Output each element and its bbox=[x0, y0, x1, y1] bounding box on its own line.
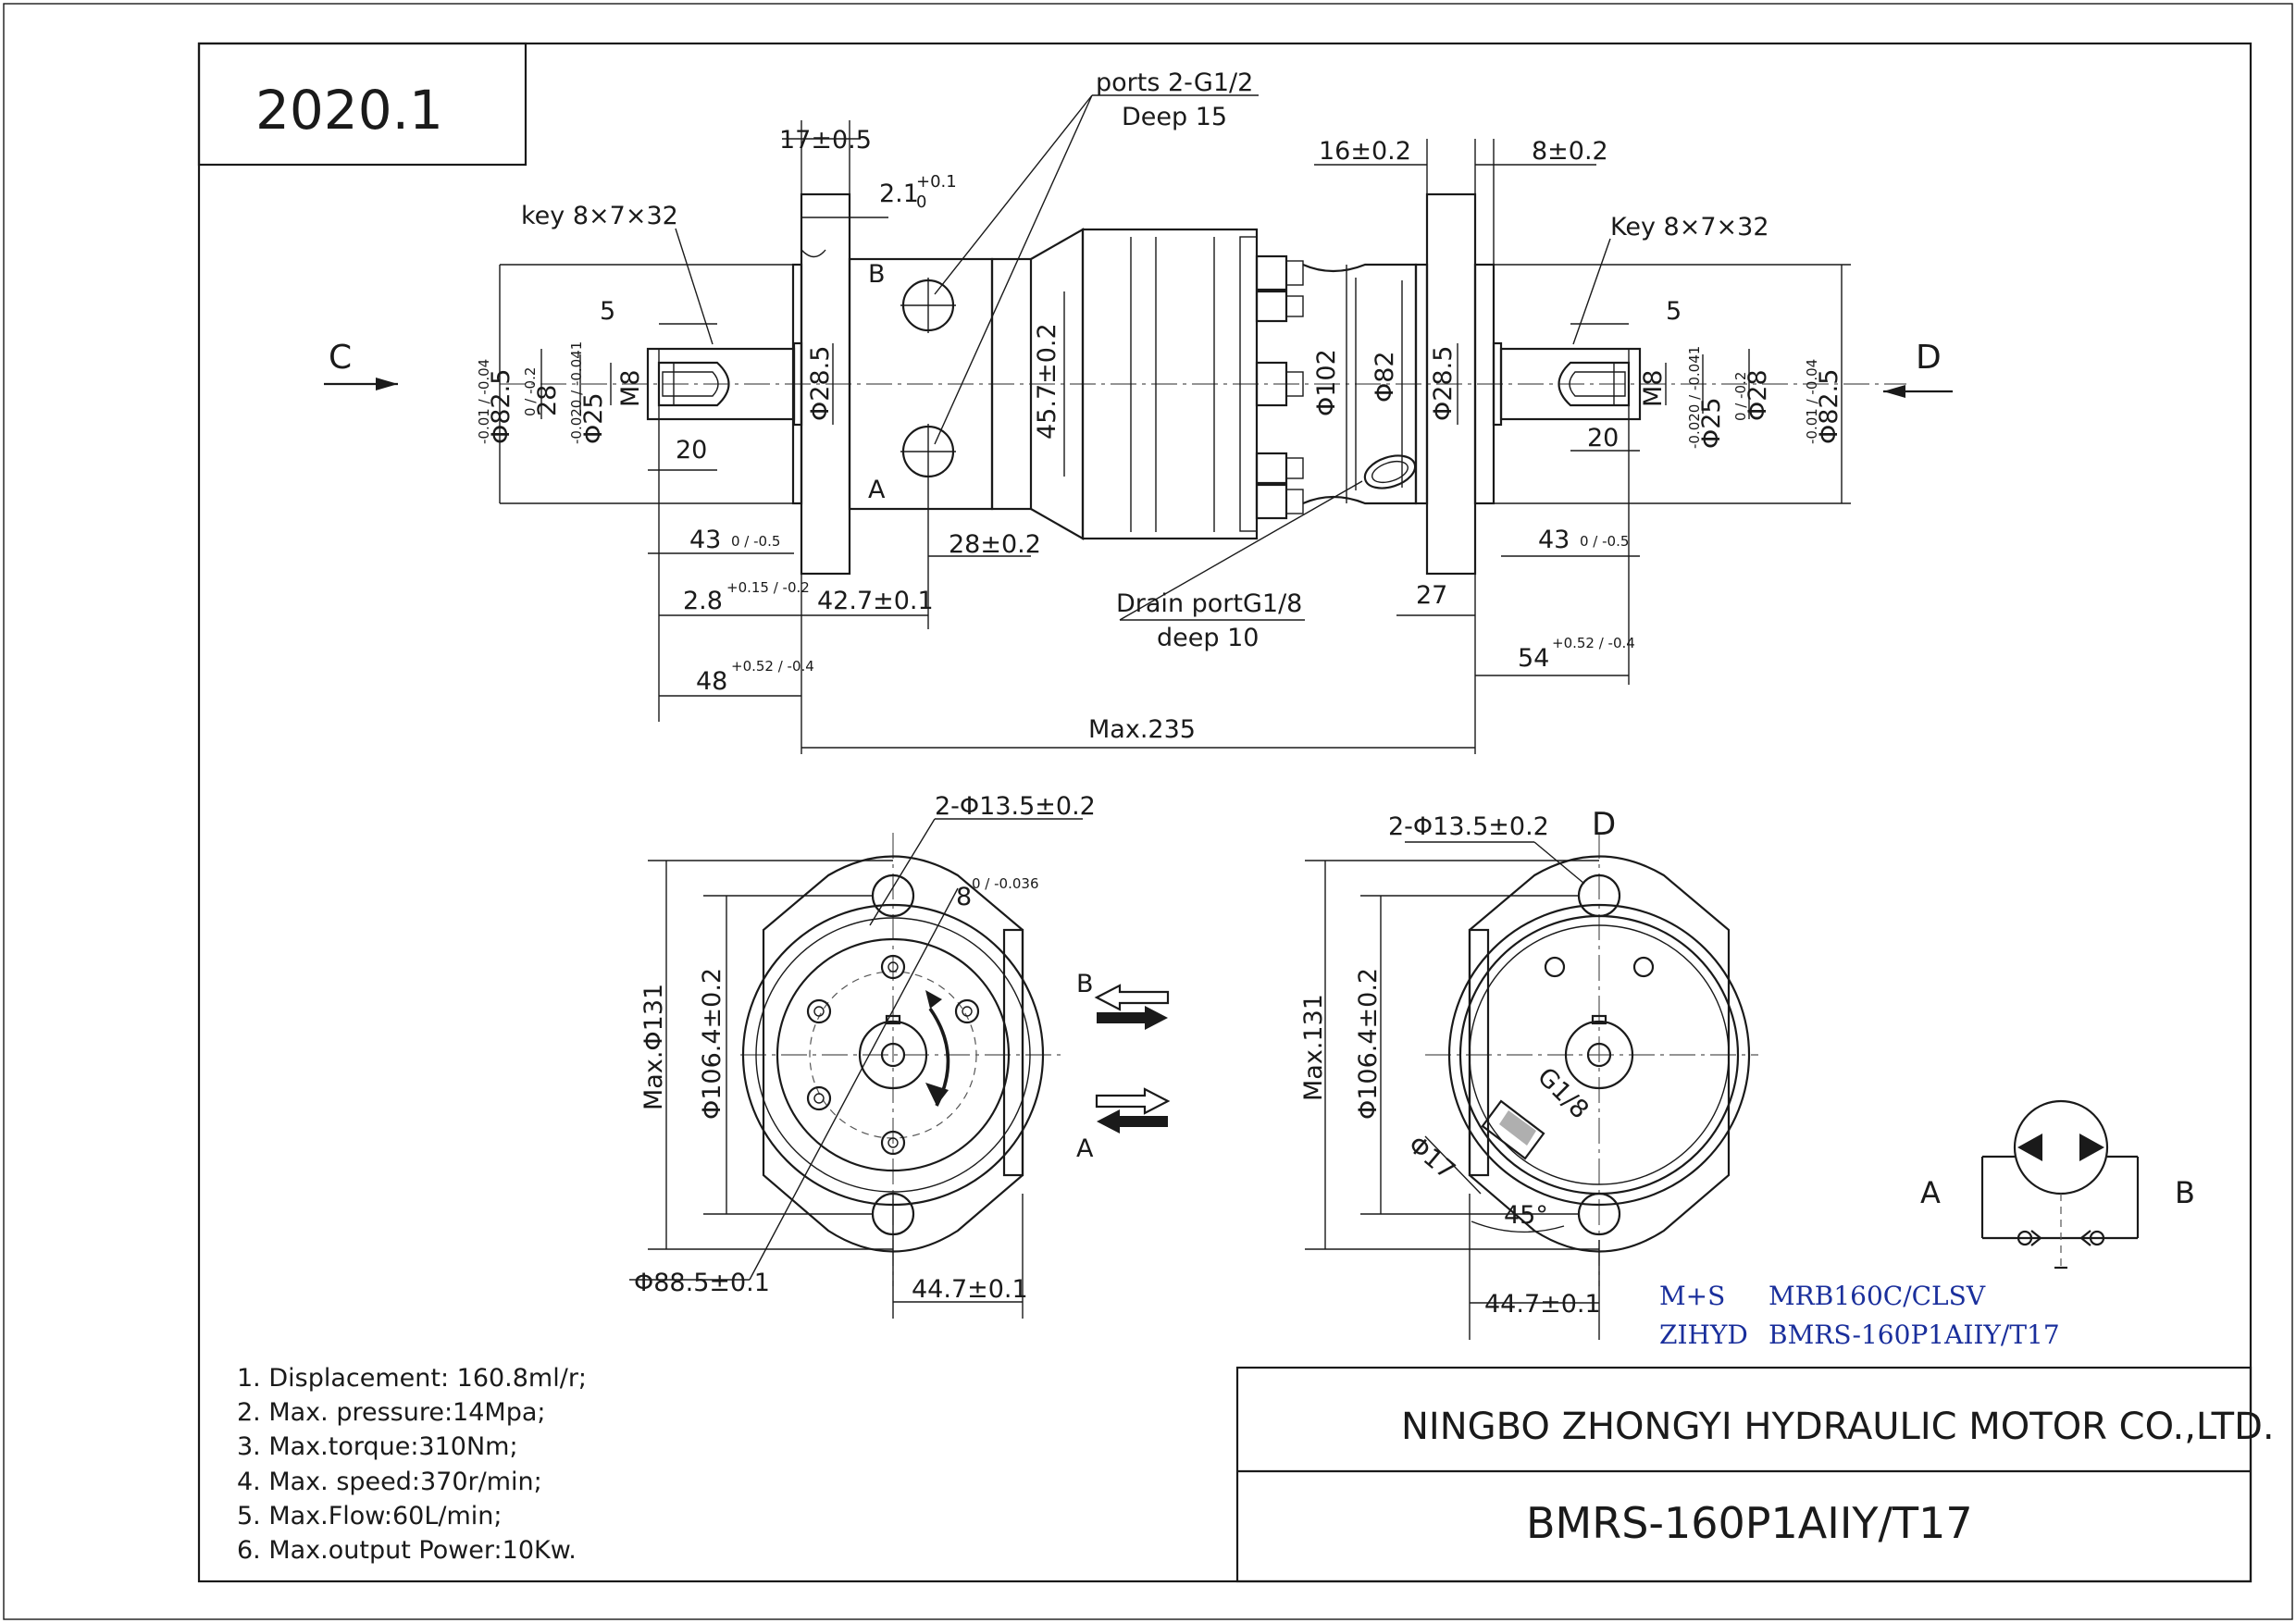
dia-25-right: Φ25 bbox=[1697, 397, 1726, 449]
front-c-key-tol: 0 / -0.036 bbox=[972, 875, 1039, 892]
side-view bbox=[324, 94, 1953, 754]
dia-82-5-left: Φ82.5 bbox=[487, 369, 515, 444]
dim-43-left-tol: 0 / -0.5 bbox=[731, 533, 780, 550]
dia-28-5-right: Φ28.5 bbox=[1429, 346, 1458, 421]
front-c-pilot: Φ88.5±0.1 bbox=[634, 1269, 770, 1297]
xref-model-1: MRB160C/CLSV bbox=[1769, 1281, 1986, 1311]
dim-45-7: 45.7±0.2 bbox=[1033, 323, 1061, 440]
dim-28-2: 28±0.2 bbox=[949, 530, 1041, 559]
port-a-label: A bbox=[868, 476, 886, 504]
key-right-label: Key 8×7×32 bbox=[1610, 213, 1769, 242]
dim-2-1: 2.1 bbox=[879, 180, 919, 208]
symbol-port-a: A bbox=[1920, 1175, 1941, 1210]
dim-2-1-tol-up: +0.1 bbox=[916, 172, 957, 192]
dim-2-8: 2.8 bbox=[683, 587, 723, 615]
dim-8: 8±0.2 bbox=[1532, 137, 1608, 166]
spec-6: 6. Max.output Power:10Kw. bbox=[237, 1536, 577, 1565]
sheet-border bbox=[3, 3, 2293, 1620]
port-b-label: B bbox=[868, 260, 886, 289]
xref-model-2: BMRS-160P1AIIY/T17 bbox=[1769, 1319, 2060, 1350]
front-d-offset: 44.7±0.1 bbox=[1484, 1290, 1601, 1319]
front-view-d bbox=[1305, 833, 1758, 1340]
xref-brand-2: ZIHYD bbox=[1659, 1319, 1748, 1350]
dia-102: Φ102 bbox=[1312, 349, 1341, 416]
dia-25-right-tol: -0.020 / -0.041 bbox=[1686, 346, 1703, 449]
ports-label: ports 2-G1/2 bbox=[1096, 68, 1253, 97]
spec-1: 1. Displacement: 160.8ml/r; bbox=[237, 1364, 587, 1393]
view-c-label: C bbox=[329, 339, 352, 377]
spec-4: 4. Max. speed:370r/min; bbox=[237, 1468, 542, 1496]
front-c-holes: 2-Φ13.5±0.2 bbox=[935, 792, 1096, 821]
front-d-holes: 2-Φ13.5±0.2 bbox=[1388, 812, 1549, 841]
dia-82: Φ82 bbox=[1371, 351, 1399, 403]
dim-48: 48 bbox=[696, 667, 727, 696]
dim-43-left: 43 bbox=[689, 526, 721, 554]
title-block bbox=[1235, 1366, 2253, 1583]
dia-82-5-right: Φ82.5 bbox=[1815, 369, 1843, 444]
dim-5-left: 5 bbox=[600, 297, 615, 326]
flow-b-label: B bbox=[1076, 970, 1094, 998]
dim-20-left: 20 bbox=[676, 436, 707, 465]
dia-25-left-tol: -0.020 / -0.041 bbox=[568, 341, 585, 444]
dim-54-tol: +0.52 / -0.4 bbox=[1552, 635, 1635, 651]
front-d-view: D bbox=[1592, 806, 1616, 843]
front-view-c bbox=[629, 818, 1083, 1319]
hydraulic-symbol bbox=[1980, 1099, 2140, 1270]
dim-48-tol: +0.52 / -0.4 bbox=[731, 658, 814, 675]
xref-brand-1: M+S bbox=[1659, 1281, 1725, 1311]
thread-m8-right: M8 bbox=[1639, 370, 1668, 407]
drain-depth: deep 10 bbox=[1157, 624, 1259, 652]
dim-16: 16±0.2 bbox=[1319, 137, 1411, 166]
dia-25-left: Φ25 bbox=[579, 392, 608, 444]
dim-20-right: 20 bbox=[1587, 424, 1619, 452]
key-left-label: key 8×7×32 bbox=[521, 202, 678, 230]
front-c-offset: 44.7±0.1 bbox=[912, 1275, 1028, 1304]
front-d-drain: G1/8 bbox=[1532, 1062, 1594, 1124]
spec-2: 2. Max. pressure:14Mpa; bbox=[237, 1398, 545, 1427]
front-d-angle: 45° bbox=[1504, 1201, 1548, 1230]
dim-2-8-tol: +0.15 / -0.2 bbox=[726, 579, 810, 596]
dim-27: 27 bbox=[1416, 581, 1447, 610]
dim-2-1-tol-dn: 0 bbox=[916, 192, 926, 212]
front-c-pcd: Φ106.4±0.2 bbox=[698, 968, 726, 1120]
symbol-port-b: B bbox=[2175, 1175, 2195, 1210]
front-d-dia17: Φ17 bbox=[1403, 1131, 1461, 1185]
view-d-label: D bbox=[1916, 339, 1942, 377]
thread-m8-left: M8 bbox=[616, 370, 645, 407]
dia-28-right-tol: 0 / -0.2 bbox=[1732, 372, 1749, 421]
vertical-dim-labels: Φ82.5 -0.01 / -0.04 28 0 / -0.2 Φ25 -0.0… bbox=[476, 323, 1843, 449]
dim-max-235: Max.235 bbox=[1088, 715, 1196, 744]
dim-54: 54 bbox=[1518, 644, 1549, 673]
dia-28-5-left: Φ28.5 bbox=[806, 346, 835, 421]
dim-5-right: 5 bbox=[1666, 297, 1682, 326]
ports-depth: Deep 15 bbox=[1122, 103, 1227, 131]
spec-5: 5. Max.Flow:60L/min; bbox=[237, 1502, 503, 1530]
dim-28-left: 28 bbox=[533, 385, 562, 416]
front-d-max: Max.131 bbox=[1299, 994, 1328, 1101]
dia-82-5-right-tol: -0.01 / -0.04 bbox=[1804, 359, 1820, 444]
dim-43-right-tol: 0 / -0.5 bbox=[1580, 533, 1629, 550]
front-c-key: 8 bbox=[956, 883, 972, 911]
front-c-max: Max.Φ131 bbox=[639, 984, 668, 1110]
company-name: NINGBO ZHONGYI HYDRAULIC MOTOR CO.,LTD. bbox=[1401, 1406, 2275, 1448]
dia-28-right: Φ28 bbox=[1744, 369, 1772, 421]
spec-3: 3. Max.torque:310Nm; bbox=[237, 1432, 518, 1461]
date-code: 2020.1 bbox=[255, 79, 443, 142]
dim-28-left-tol: 0 / -0.2 bbox=[522, 367, 539, 416]
model-number: BMRS-160P1AIIY/T17 bbox=[1526, 1498, 1973, 1548]
front-d-pcd: Φ106.4±0.2 bbox=[1354, 968, 1383, 1120]
dim-17: 17±0.5 bbox=[779, 126, 872, 155]
dim-43-right: 43 bbox=[1538, 526, 1570, 554]
flow-arrows bbox=[1094, 984, 1171, 1134]
drain-port bbox=[1363, 454, 1417, 489]
dia-82-5-left-tol: -0.01 / -0.04 bbox=[476, 359, 492, 444]
drain-label: Drain portG1/8 bbox=[1116, 589, 1302, 618]
dim-42-7: 42.7±0.1 bbox=[817, 587, 934, 615]
flow-a-label: A bbox=[1076, 1134, 1094, 1163]
